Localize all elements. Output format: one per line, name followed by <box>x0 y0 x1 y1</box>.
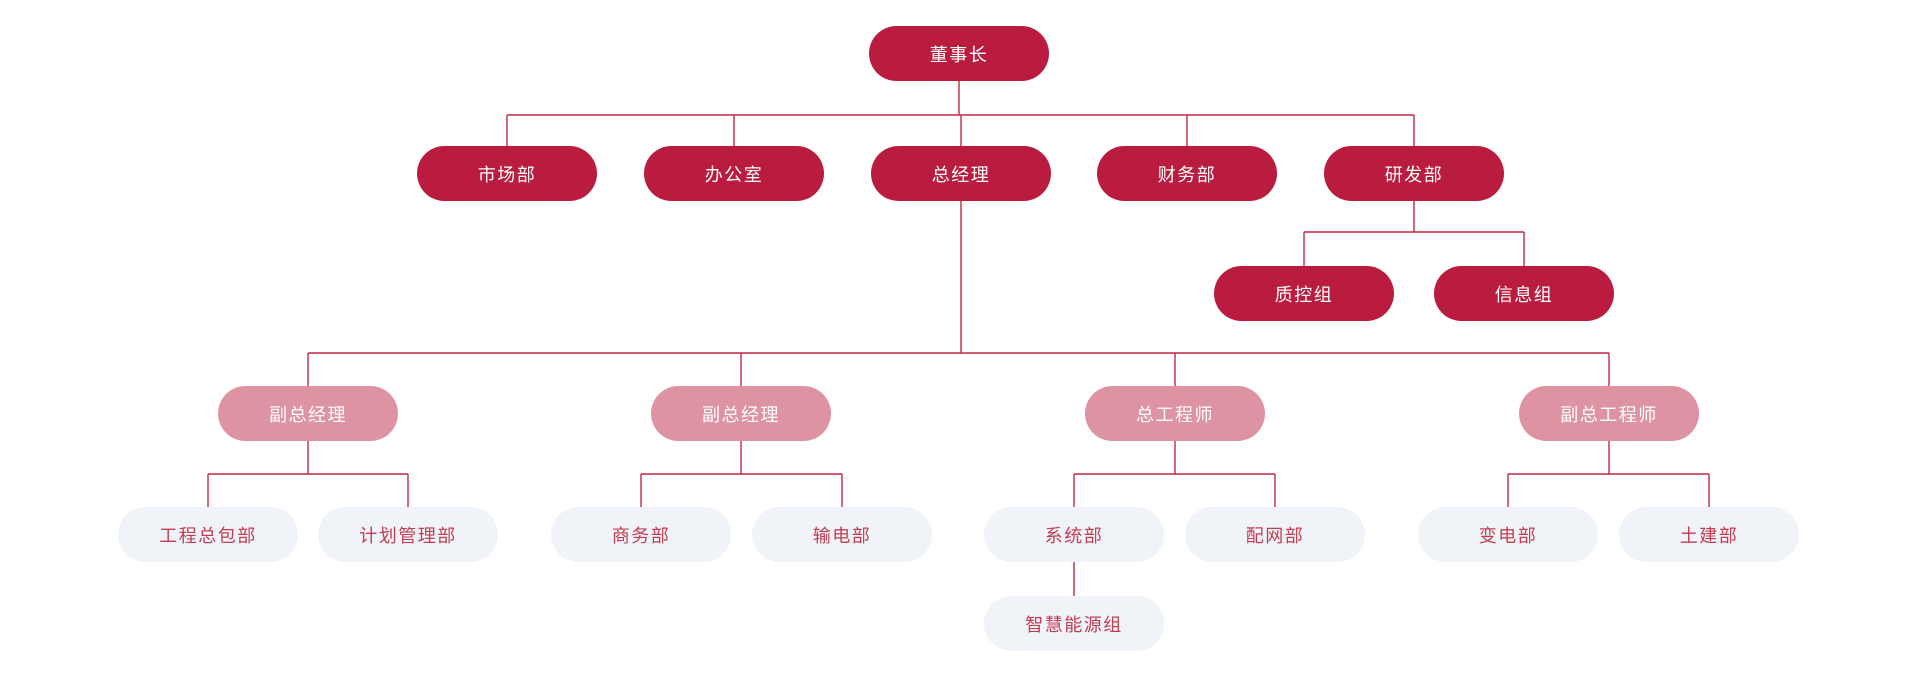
org-node-label: 董事长 <box>929 44 989 65</box>
org-node-label: 工程总包部 <box>159 525 257 546</box>
org-node-label: 办公室 <box>704 164 764 185</box>
org-node-label: 市场部 <box>477 164 537 185</box>
org-node-information[interactable]: 信息组 <box>1434 266 1614 321</box>
org-node-office[interactable]: 办公室 <box>644 146 824 201</box>
org-node-chief-engineer[interactable]: 总工程师 <box>1085 386 1265 441</box>
org-node-substation[interactable]: 变电部 <box>1418 507 1598 562</box>
org-node-general-manager[interactable]: 总经理 <box>871 146 1051 201</box>
org-node-label: 副总经理 <box>702 404 780 425</box>
org-node-smart-energy[interactable]: 智慧能源组 <box>984 596 1164 651</box>
org-node-chairman[interactable]: 董事长 <box>869 26 1049 81</box>
org-node-label: 变电部 <box>1478 525 1538 546</box>
org-node-civil[interactable]: 土建部 <box>1619 507 1799 562</box>
org-node-epc[interactable]: 工程总包部 <box>118 507 298 562</box>
org-node-transmission[interactable]: 输电部 <box>752 507 932 562</box>
org-node-deputy-gm-1[interactable]: 副总经理 <box>218 386 398 441</box>
org-node-label: 财务部 <box>1157 164 1217 185</box>
org-node-quality-control[interactable]: 质控组 <box>1214 266 1394 321</box>
org-node-deputy-gm-2[interactable]: 副总经理 <box>651 386 831 441</box>
org-node-label: 输电部 <box>812 525 872 546</box>
org-node-label: 信息组 <box>1494 284 1554 305</box>
org-node-business[interactable]: 商务部 <box>551 507 731 562</box>
org-node-system[interactable]: 系统部 <box>984 507 1164 562</box>
org-node-label: 研发部 <box>1384 164 1444 185</box>
org-node-label: 总工程师 <box>1136 404 1214 425</box>
org-node-planning[interactable]: 计划管理部 <box>318 507 498 562</box>
org-node-label: 土建部 <box>1679 525 1739 546</box>
org-node-label: 配网部 <box>1245 525 1305 546</box>
org-node-finance[interactable]: 财务部 <box>1097 146 1277 201</box>
org-node-label: 质控组 <box>1274 284 1334 305</box>
org-node-label: 计划管理部 <box>359 525 457 546</box>
org-node-label: 商务部 <box>611 525 671 546</box>
org-node-deputy-chief-engineer[interactable]: 副总工程师 <box>1519 386 1699 441</box>
org-node-label: 副总工程师 <box>1560 404 1658 425</box>
org-node-label: 智慧能源组 <box>1025 614 1123 635</box>
org-node-label: 总经理 <box>931 164 991 185</box>
org-node-label: 副总经理 <box>269 404 347 425</box>
org-node-distribution[interactable]: 配网部 <box>1185 507 1365 562</box>
org-node-rnd[interactable]: 研发部 <box>1324 146 1504 201</box>
org-node-label: 系统部 <box>1044 525 1104 546</box>
org-node-marketing[interactable]: 市场部 <box>417 146 597 201</box>
